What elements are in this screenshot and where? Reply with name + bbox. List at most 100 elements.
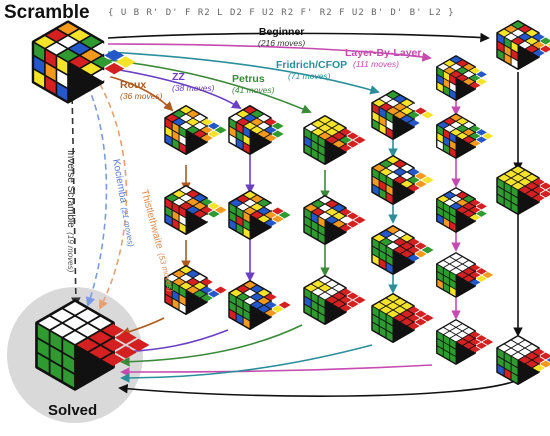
sticker bbox=[243, 142, 250, 154]
sticker bbox=[497, 33, 504, 45]
sticker bbox=[37, 324, 49, 344]
sticker bbox=[165, 126, 172, 138]
sticker bbox=[45, 76, 56, 94]
sticker bbox=[229, 126, 236, 138]
sticker bbox=[264, 203, 277, 211]
sticker bbox=[318, 144, 325, 156]
sticker bbox=[504, 53, 511, 65]
sticker bbox=[437, 121, 449, 129]
sticker bbox=[51, 309, 74, 322]
arrow-beginner-0 bbox=[107, 32, 490, 43]
sticker bbox=[244, 114, 256, 122]
sticker bbox=[456, 192, 468, 199]
sticker bbox=[414, 172, 427, 180]
sticker bbox=[498, 29, 511, 37]
label-cfop-name: Fridrich/CFOP bbox=[276, 59, 348, 71]
sticker bbox=[400, 107, 413, 115]
sticker bbox=[512, 21, 524, 29]
label-zz: ZZ (38 moves) bbox=[172, 70, 215, 94]
sticker bbox=[312, 208, 325, 216]
sticker bbox=[475, 268, 487, 275]
sticker bbox=[264, 134, 277, 142]
sticker bbox=[372, 322, 379, 334]
sticker bbox=[172, 138, 179, 150]
sticker bbox=[386, 184, 393, 196]
sticker bbox=[92, 42, 113, 55]
sticker bbox=[104, 49, 125, 62]
sticker bbox=[179, 222, 186, 234]
sticker bbox=[46, 29, 67, 42]
sticker bbox=[437, 214, 443, 224]
sticker bbox=[64, 331, 86, 344]
sticker bbox=[214, 286, 227, 294]
sticker bbox=[379, 123, 386, 135]
sticker bbox=[46, 42, 67, 55]
sticker bbox=[250, 293, 263, 301]
sticker bbox=[450, 188, 462, 195]
cube-petrus-2 bbox=[303, 195, 366, 245]
sticker bbox=[346, 220, 359, 228]
sticker bbox=[450, 89, 456, 100]
sticker bbox=[512, 37, 524, 45]
sticker bbox=[518, 33, 531, 41]
sticker bbox=[278, 126, 291, 134]
sticker bbox=[319, 212, 331, 220]
sticker bbox=[393, 95, 406, 103]
sticker bbox=[200, 118, 213, 126]
sticker bbox=[469, 206, 481, 214]
sticker bbox=[311, 148, 318, 160]
sticker bbox=[45, 50, 56, 68]
sticker bbox=[165, 206, 172, 218]
sticker bbox=[532, 186, 545, 194]
sticker bbox=[332, 300, 345, 308]
sticker bbox=[400, 318, 413, 326]
sticker bbox=[89, 331, 112, 344]
sticker bbox=[463, 129, 475, 136]
sticker bbox=[387, 91, 399, 99]
sticker bbox=[339, 296, 352, 304]
sticker bbox=[511, 41, 518, 53]
sticker bbox=[180, 266, 192, 274]
sticker bbox=[421, 246, 434, 254]
sticker bbox=[497, 41, 504, 53]
sticker bbox=[386, 176, 393, 188]
sticker bbox=[463, 195, 475, 203]
sticker bbox=[180, 282, 192, 290]
sticker bbox=[304, 288, 311, 300]
sticker bbox=[319, 204, 331, 212]
sticker bbox=[463, 275, 475, 282]
sticker bbox=[229, 293, 236, 305]
sticker bbox=[193, 194, 206, 202]
sticker bbox=[437, 272, 443, 282]
sticker bbox=[312, 120, 325, 128]
sticker bbox=[497, 348, 504, 360]
sticker bbox=[172, 282, 179, 294]
sticker bbox=[180, 106, 192, 114]
sticker bbox=[456, 125, 468, 132]
cube-roux-1 bbox=[164, 105, 227, 155]
label-inverse-name: Inverse Scramble bbox=[65, 150, 76, 228]
sticker bbox=[250, 285, 263, 293]
sticker bbox=[236, 122, 243, 134]
sticker bbox=[325, 128, 338, 136]
sticker bbox=[311, 228, 318, 240]
sticker bbox=[325, 280, 338, 288]
sticker bbox=[511, 186, 518, 198]
sticker bbox=[450, 260, 462, 268]
sticker bbox=[69, 42, 90, 55]
sticker bbox=[450, 195, 462, 203]
sticker bbox=[469, 67, 481, 74]
sticker bbox=[165, 286, 172, 298]
sticker bbox=[475, 335, 487, 342]
sticker bbox=[546, 43, 550, 47]
arrow-cfop-10 bbox=[107, 51, 380, 95]
sticker bbox=[444, 118, 456, 125]
sticker bbox=[186, 110, 199, 118]
sticker bbox=[166, 194, 179, 202]
sticker bbox=[475, 136, 487, 143]
sticker bbox=[463, 335, 475, 342]
sticker bbox=[69, 29, 90, 42]
sticker bbox=[179, 126, 186, 138]
sticker bbox=[379, 115, 386, 127]
